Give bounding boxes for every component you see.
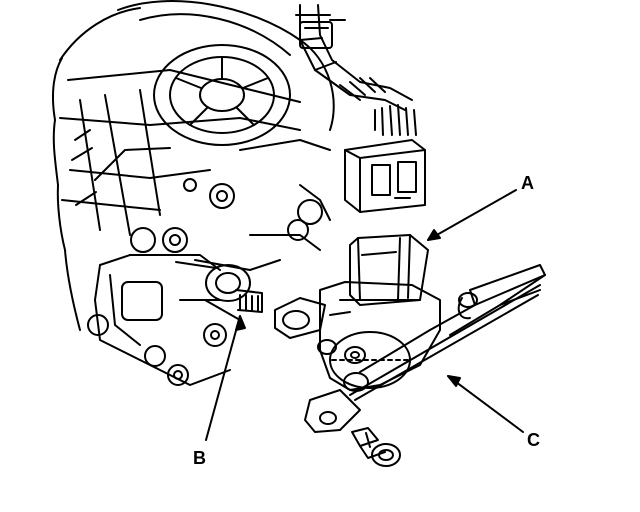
special-tool: [349, 264, 546, 401]
leader-lines: [205, 189, 524, 441]
range-switch: [274, 234, 441, 467]
transmission-housing: [52, 0, 335, 386]
callout-label-b: B: [193, 448, 206, 468]
shift-shaft: [175, 261, 263, 313]
callout-label-a: A: [521, 173, 534, 193]
callout-label-c: C: [527, 430, 540, 450]
wire-harness: [295, 4, 426, 213]
